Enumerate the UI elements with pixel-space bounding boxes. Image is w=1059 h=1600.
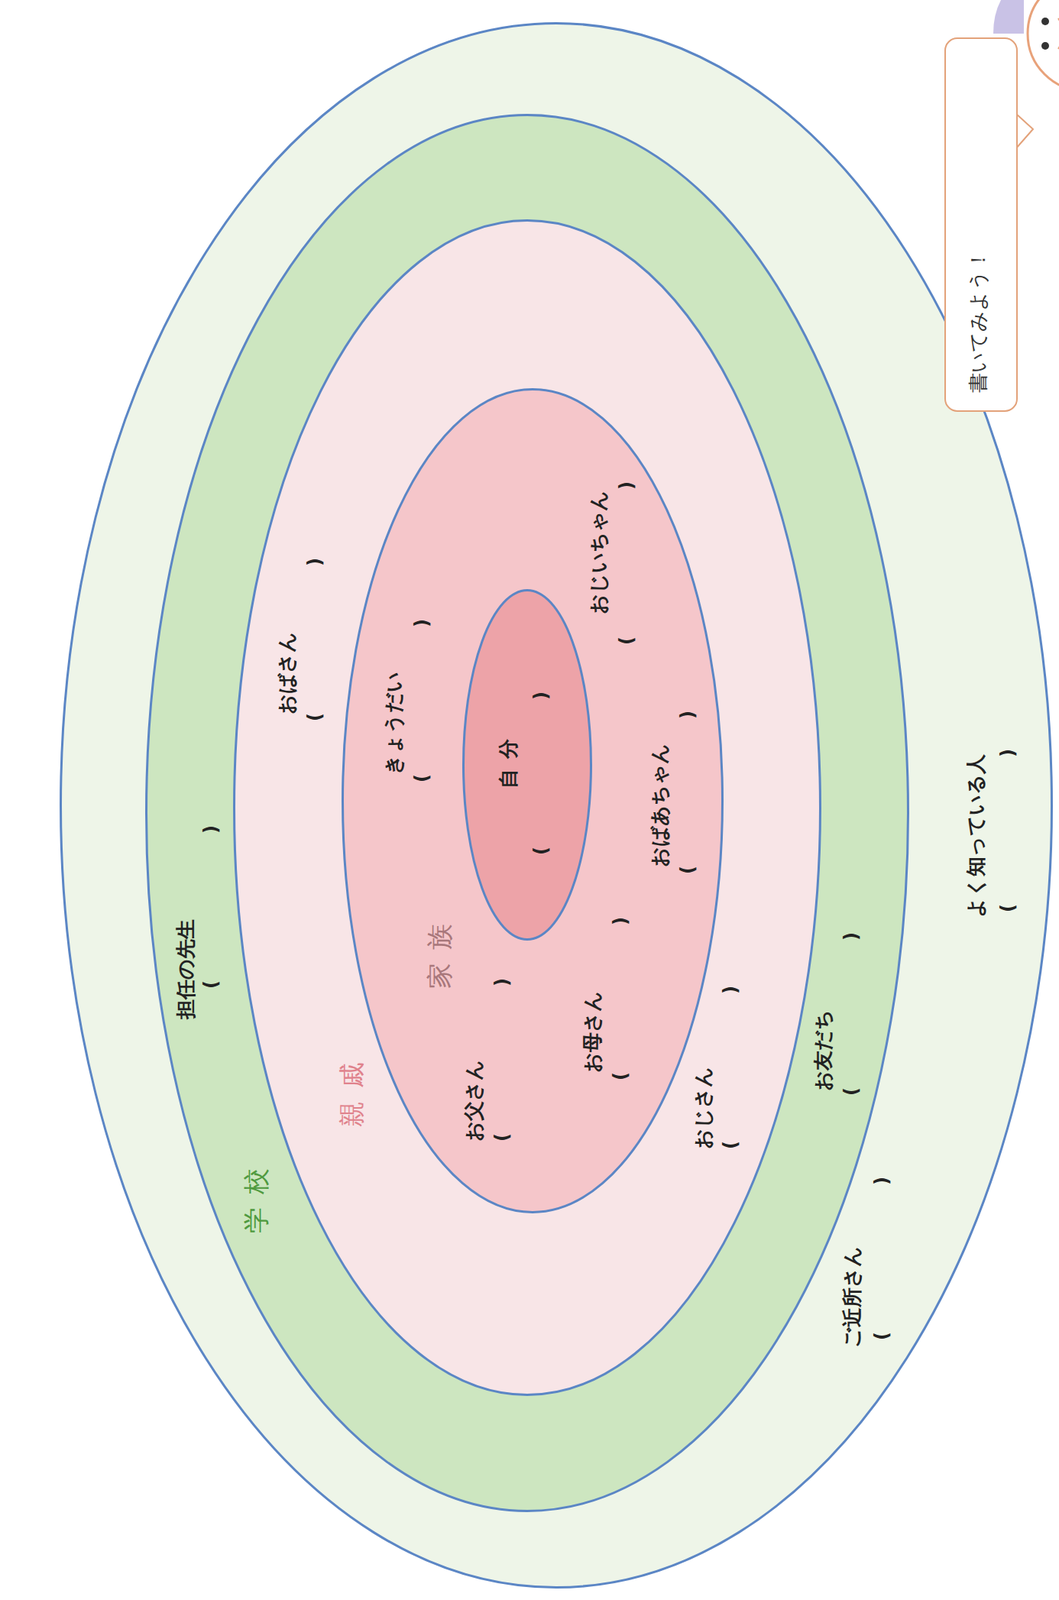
answer-blank: ( ) [871, 1176, 894, 1341]
person-label: よく知っている人 [964, 754, 988, 918]
answer-blank: ( ) [609, 916, 632, 1081]
answer-blank: ( ) [411, 618, 434, 783]
character-hair [993, 0, 1024, 34]
person-label: ご近所さん [840, 1246, 865, 1348]
school-band-shape [146, 115, 909, 1512]
self-circle: 自分 ( ) [462, 589, 593, 941]
person-label: おばさん [275, 631, 299, 715]
outer-region-shape [61, 23, 1053, 1588]
speech-bubble-shape [945, 38, 1017, 412]
family-band: 家族お父さん( )お母さん( )きょうだい( )おばあちゃん( )おじいちゃん(… [341, 388, 724, 1214]
self-circle-outline [462, 589, 593, 941]
answer-blank: ( ) [304, 557, 327, 722]
answer-blank: ( ) [997, 748, 1020, 913]
person-label: おじいちゃん [586, 490, 611, 615]
person-label: 担任の先生 [174, 919, 198, 1020]
answer-blank: ( ) [491, 978, 514, 1142]
character-eye [1041, 42, 1050, 50]
relatives-band: 親戚おばさん( )おじさん( )家族お父さん( )お母さん( )きょうだい( )… [233, 219, 822, 1396]
answer-blank: ( ) [719, 985, 742, 1150]
region-heading: 家族 [424, 910, 456, 989]
answer-blank: ( ) [615, 481, 638, 645]
character-eye [1041, 17, 1050, 26]
outer-region: ご近所さん( )よく知っている人( )学校担任の先生( )お友だち( )親戚おば… [59, 22, 1053, 1589]
family-band-shape [343, 389, 723, 1213]
region-heading: 学校 [240, 1155, 273, 1234]
person-label: おじさん [691, 1066, 716, 1150]
answer-blank: ( ) [676, 710, 700, 875]
character-face [1027, 0, 1059, 91]
self-circle-shape [463, 590, 592, 940]
relatives-band-shape [234, 220, 821, 1396]
person-label: 自分 [496, 728, 521, 789]
person-label: お父さん [462, 1059, 486, 1142]
person-label: きょうだい [382, 671, 406, 775]
character-mouth [1058, 18, 1059, 49]
bubble-tail [1016, 113, 1034, 149]
speech-bubble: 書いてみよう！ [944, 37, 1018, 412]
school-band: 学校担任の先生( )お友だち( )親戚おばさん( )おじさん( )家族お父さん(… [145, 113, 910, 1513]
person-label: 書いてみよう！ [966, 249, 991, 393]
region-heading: 親戚 [336, 1049, 368, 1128]
person-label: お母さん [580, 990, 605, 1073]
answer-blank: ( ) [530, 691, 553, 855]
answer-blank: ( ) [840, 932, 863, 1096]
answer-blank: ( ) [200, 825, 223, 989]
person-label: おばあちゃん [647, 743, 672, 868]
person-label: お友だち [811, 1009, 836, 1092]
